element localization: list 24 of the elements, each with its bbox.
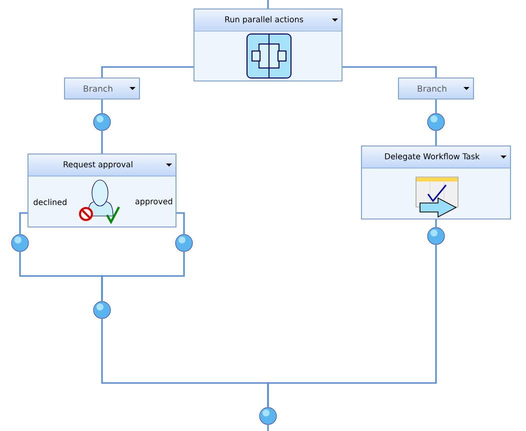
connector-line xyxy=(435,99,437,114)
connection-dot xyxy=(11,234,29,252)
connector-line xyxy=(101,99,103,114)
connector-line xyxy=(101,252,185,302)
connection-dot xyxy=(93,113,111,131)
connection-dot xyxy=(93,301,111,319)
connector-line xyxy=(342,66,437,78)
outcome-label: approved xyxy=(136,198,172,206)
connector-line xyxy=(176,212,185,234)
connector-line xyxy=(101,130,103,154)
branch-box: Branch xyxy=(398,78,474,100)
connection-dot xyxy=(175,234,193,252)
outcome-label: declined xyxy=(34,198,66,206)
connector-line xyxy=(267,424,269,431)
connector-line xyxy=(101,66,194,78)
connection-dot xyxy=(427,227,445,245)
connection-dot xyxy=(259,407,277,425)
connector-line xyxy=(435,219,437,228)
connector-line xyxy=(435,130,437,146)
connection-dot xyxy=(427,113,445,131)
connector-line xyxy=(267,244,437,408)
connector-line xyxy=(267,0,269,9)
branch-box: Branch xyxy=(64,78,140,100)
connector-line xyxy=(19,212,28,234)
